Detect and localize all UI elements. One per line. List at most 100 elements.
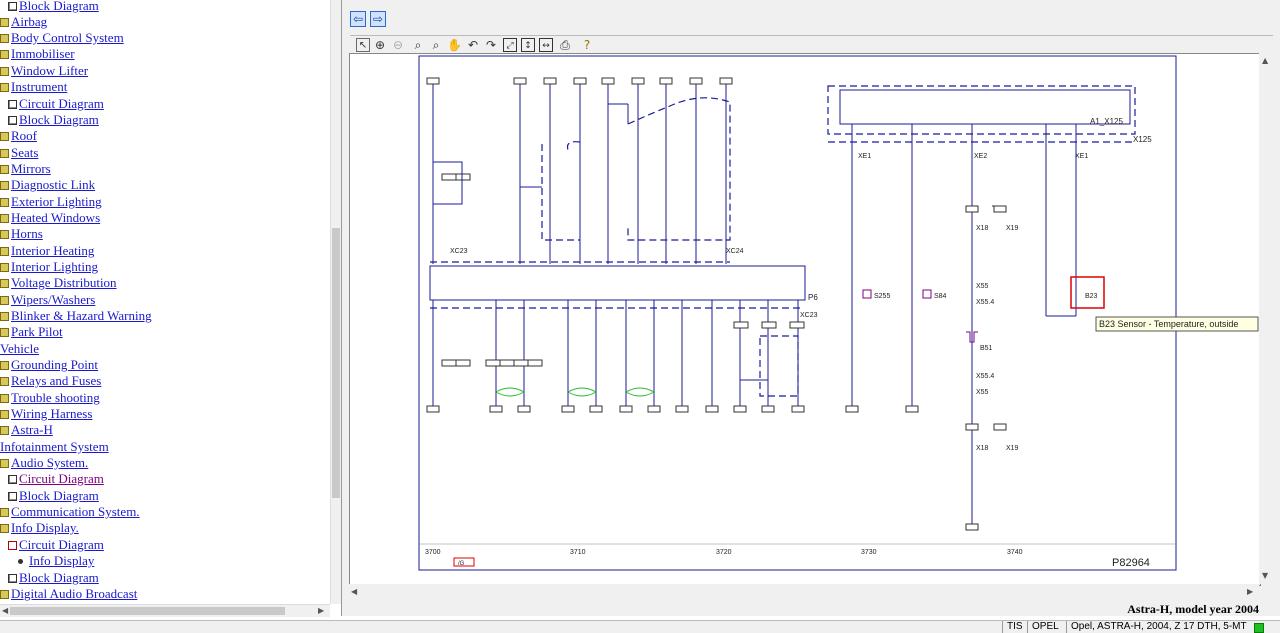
diagram-horizontal-scrollbar[interactable]: ◀ ▶ xyxy=(349,584,1259,598)
scroll-left-icon[interactable]: ◀ xyxy=(2,606,9,615)
tree-item[interactable]: Block Diagram xyxy=(8,112,99,128)
tree-item[interactable]: Wipers/Washers xyxy=(0,292,95,308)
tree-item[interactable]: Instrument xyxy=(0,79,67,95)
tree-vertical-scroll-thumb[interactable] xyxy=(332,228,340,498)
tree-item[interactable]: Interior Heating xyxy=(0,243,94,259)
tree-item[interactable]: Heated Windows xyxy=(0,210,100,226)
tree-item-label[interactable]: Instrument xyxy=(11,79,68,94)
rotate-left-icon[interactable]: ↶ xyxy=(467,38,479,52)
tree-item[interactable]: Circuit Diagram xyxy=(8,471,104,487)
tree-item[interactable]: Digital Audio Broadcast xyxy=(0,586,137,602)
tree-item-label[interactable]: Heated Windows xyxy=(11,210,101,225)
tree-item-label[interactable]: Communication System. xyxy=(11,504,140,519)
tree-vertical-scrollbar[interactable] xyxy=(330,0,342,604)
tree-item[interactable]: Communication System. xyxy=(0,504,140,520)
tree-item-label[interactable]: Infotainment System xyxy=(0,439,109,454)
tree-item[interactable]: Astra-H xyxy=(0,422,53,438)
b23-highlight[interactable] xyxy=(1070,276,1105,309)
tree-item-label[interactable]: Circuit Diagram xyxy=(19,537,104,552)
tree-item-label[interactable]: Mirrors xyxy=(11,161,51,176)
tree-item-label[interactable]: Airbag xyxy=(11,14,48,29)
tree-item[interactable]: Vehicle xyxy=(0,341,39,357)
tree-item-label[interactable]: Trouble shooting xyxy=(11,390,100,405)
tree-item[interactable]: Roof xyxy=(0,128,37,144)
tree-item-label[interactable]: Vehicle xyxy=(0,341,39,356)
scroll-right-icon[interactable]: ▶ xyxy=(318,606,325,615)
tree-item[interactable]: Block Diagram xyxy=(8,570,99,586)
tree-item-label[interactable]: Interior Heating xyxy=(11,243,95,258)
tree-item-label[interactable]: Block Diagram xyxy=(19,488,99,503)
rotate-right-icon[interactable]: ↷ xyxy=(485,38,497,52)
tree-item-label[interactable]: Grounding Point xyxy=(11,357,99,372)
tree-item-label[interactable]: Digital Audio Broadcast xyxy=(11,586,138,601)
tree-item-label[interactable]: Block Diagram xyxy=(19,112,99,127)
select-arrow-icon[interactable]: ↖ xyxy=(356,38,370,52)
fit-width-icon[interactable]: ↔ xyxy=(539,38,553,52)
tree-item-label[interactable]: Seats xyxy=(11,145,39,160)
tree-item[interactable]: Interior Lighting xyxy=(0,259,98,275)
tree-item-label[interactable]: Voltage Distribution xyxy=(11,275,117,290)
tree-item[interactable]: Block Diagram xyxy=(8,0,99,14)
tree-item-label[interactable]: Blinker & Hazard Warning xyxy=(11,308,152,323)
tree-item[interactable]: Info Display xyxy=(16,553,94,569)
tree-horizontal-scrollbar[interactable]: ◀ ▶ xyxy=(0,604,330,617)
tree-item[interactable]: Body Control System xyxy=(0,30,124,46)
zoom-window-icon[interactable]: ⌕ xyxy=(414,38,422,52)
circuit-diagram-canvas[interactable]: P6 XC23 XC24 XC23 xyxy=(349,53,1261,586)
tree-item-label[interactable]: Diagnostic Link xyxy=(11,177,96,192)
tree-item[interactable]: Horns xyxy=(0,226,43,242)
tree-item[interactable]: Immobiliser xyxy=(0,46,75,62)
scroll-up-icon[interactable]: ▲ xyxy=(1262,56,1269,65)
scroll-down-icon[interactable]: ▼ xyxy=(1262,571,1269,580)
tree-item-label[interactable]: Circuit Diagram xyxy=(19,471,104,486)
tree-item[interactable]: Voltage Distribution xyxy=(0,275,117,291)
diagram-vertical-scrollbar[interactable]: ▲ ▼ xyxy=(1259,53,1273,584)
pan-hand-icon[interactable]: ✋ xyxy=(447,38,462,52)
tree-item[interactable]: Exterior Lighting xyxy=(0,194,102,210)
tree-item[interactable]: Block Diagram xyxy=(8,488,99,504)
fit-page-icon[interactable]: ⤢ xyxy=(503,38,517,52)
tree-item[interactable]: Airbag xyxy=(0,14,47,30)
tree-item[interactable]: Relays and Fuses xyxy=(0,373,101,389)
tree-item[interactable]: Seats xyxy=(0,145,38,161)
tree-item-label[interactable]: Immobiliser xyxy=(11,46,75,61)
tree-item-label[interactable]: Audio System. xyxy=(11,455,89,470)
tree-item[interactable]: Park Pilot xyxy=(0,324,63,340)
tree-item[interactable]: Infotainment System xyxy=(0,439,109,455)
tree-item-label[interactable]: Info Display. xyxy=(11,520,79,535)
tree-item-label[interactable]: Window Lifter xyxy=(11,63,89,78)
tree-horizontal-scroll-thumb[interactable] xyxy=(10,607,285,615)
tree-item-label[interactable]: Park Pilot xyxy=(11,324,63,339)
tree-item[interactable]: Trouble shooting xyxy=(0,390,100,406)
tree-item[interactable]: Circuit Diagram xyxy=(8,96,104,112)
tree-item-label[interactable]: Circuit Diagram xyxy=(19,96,104,111)
scroll-right-icon-right[interactable]: ▶ xyxy=(1247,587,1254,596)
tree-item[interactable]: Grounding Point xyxy=(0,357,98,373)
tree-item[interactable]: Circuit Diagram xyxy=(8,537,104,553)
forward-button[interactable]: ⇨ xyxy=(370,11,386,27)
tree-item-label[interactable]: Wiring Harness xyxy=(11,406,93,421)
tree-item-label[interactable]: Wipers/Washers xyxy=(11,292,96,307)
tree-item-label[interactable]: Exterior Lighting xyxy=(11,194,102,209)
tree-item-label[interactable]: Roof xyxy=(11,128,37,143)
tree-item-label[interactable]: Interior Lighting xyxy=(11,259,99,274)
print-tool-icon[interactable]: ⎙ xyxy=(560,38,570,52)
tree-item-label[interactable]: Horns xyxy=(11,226,43,241)
tree-item-label[interactable]: Info Display xyxy=(29,553,95,568)
tree-item[interactable]: Diagnostic Link xyxy=(0,177,95,193)
fit-height-icon[interactable]: ↕ xyxy=(521,38,535,52)
tree-item[interactable]: Window Lifter xyxy=(0,63,88,79)
tree-item[interactable]: Info Display. xyxy=(0,520,79,536)
scroll-left-icon-right[interactable]: ◀ xyxy=(351,587,358,596)
tree-item[interactable]: Blinker & Hazard Warning xyxy=(0,308,152,324)
tree-item-label[interactable]: Relays and Fuses xyxy=(11,373,102,388)
tree-item[interactable]: Wiring Harness xyxy=(0,406,92,422)
tree-item[interactable]: Mirrors xyxy=(0,161,51,177)
zoom-out-icon[interactable]: ⊖ xyxy=(392,38,404,52)
tree-item-label[interactable]: Block Diagram xyxy=(19,0,99,13)
zoom-rect-icon[interactable]: ⌕ xyxy=(432,38,440,52)
zoom-in-icon[interactable]: ⊕ xyxy=(374,38,386,52)
tree-item[interactable]: Audio System. xyxy=(0,455,88,471)
tree-item-label[interactable]: Body Control System xyxy=(11,30,124,45)
tree-item-label[interactable]: Astra-H xyxy=(11,422,53,437)
